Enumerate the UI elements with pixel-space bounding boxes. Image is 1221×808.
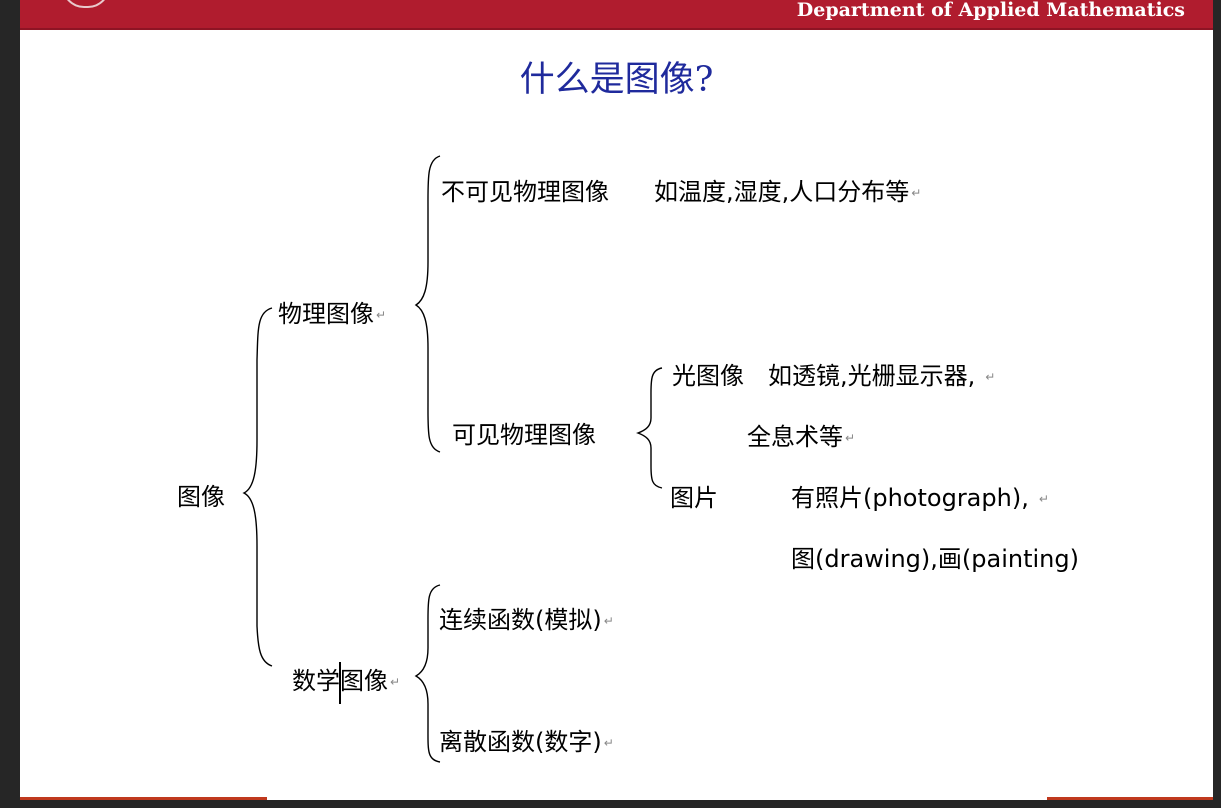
math-brace — [414, 584, 441, 763]
paragraph-mark: ↵ — [376, 308, 387, 322]
optical-example-line2: 全息术等↵ — [747, 422, 855, 453]
paragraph-mark: ↵ — [911, 186, 922, 200]
discrete-function-label: 离散函数(数字) — [439, 728, 602, 756]
continuous-function-label: 连续函数(模拟) — [439, 606, 602, 634]
physical-image-label: 物理图像 — [278, 300, 374, 328]
optical-image-label: 光图像 — [672, 362, 744, 390]
optical-example-line1: 如透镜,光栅显示器, ↵ — [768, 361, 995, 392]
brace-connectors — [242, 155, 663, 763]
discrete-function-node: 离散函数(数字)↵ — [439, 727, 614, 758]
continuous-function-node: 连续函数(模拟)↵ — [439, 605, 614, 636]
optical-example-text: 如透镜,光栅显示器, — [768, 362, 976, 390]
slide-canvas[interactable]: Department of Applied Mathematics 什么是图像?… — [20, 0, 1213, 800]
picture-example-line2: 图(drawing),画(painting) — [791, 545, 1079, 573]
paragraph-mark: ↵ — [845, 431, 856, 445]
physical-image-node: 物理图像↵ — [278, 299, 386, 330]
visible-physical-label: 可见物理图像 — [452, 421, 596, 449]
picture-example-line1: 有照片(photograph), ↵ — [791, 483, 1049, 514]
paragraph-mark: ↵ — [390, 675, 401, 689]
invisible-example-text: 如温度,湿度,人口分布等 — [654, 178, 910, 206]
math-image-node: 数学图像↵ — [292, 666, 400, 697]
picture-label: 图片 — [670, 484, 718, 512]
math-image-label-part1: 数学 — [292, 667, 340, 695]
root-node-label: 图像 — [177, 483, 225, 511]
physical-brace — [414, 155, 441, 453]
text-cursor — [339, 662, 341, 704]
paragraph-mark: ↵ — [1038, 492, 1049, 506]
bottom-accent-right — [1047, 797, 1213, 800]
paragraph-mark: ↵ — [603, 614, 614, 628]
slide-title: 什么是图像? — [519, 60, 714, 100]
visible-brace — [636, 367, 663, 489]
invisible-physical-example: 如温度,湿度,人口分布等↵ — [654, 177, 921, 208]
picture-example-text: 有照片(photograph), — [791, 484, 1029, 512]
optical-example-text2: 全息术等 — [747, 423, 843, 451]
invisible-physical-label: 不可见物理图像 — [441, 178, 609, 206]
header-band: Department of Applied Mathematics — [20, 0, 1213, 30]
bottom-accent-left — [20, 797, 267, 800]
paragraph-mark: ↵ — [603, 736, 614, 750]
paragraph-mark: ↵ — [985, 370, 996, 384]
department-name: Department of Applied Mathematics — [796, 0, 1185, 21]
root-brace — [242, 307, 273, 667]
math-image-label-part2: 图像 — [340, 667, 388, 695]
